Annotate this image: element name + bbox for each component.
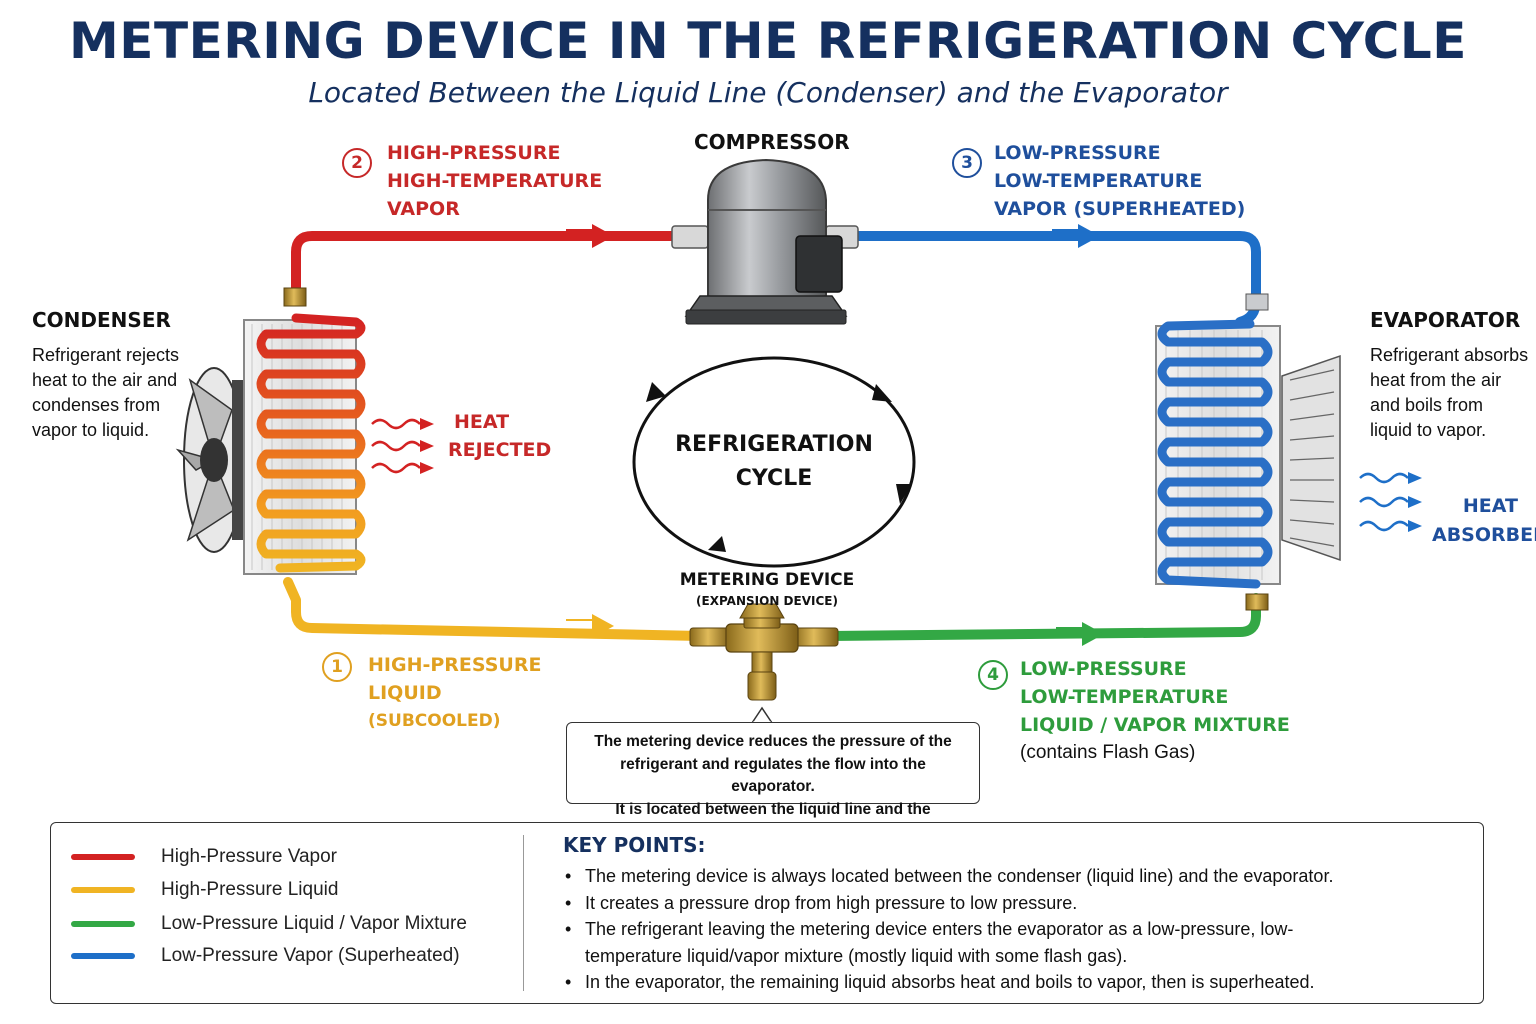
state-2-label: HIGH-PRESSURE HIGH-TEMPERATURE VAPOR (387, 142, 603, 220)
flow-arrow-liquid-line (566, 614, 614, 638)
key-point-item: It creates a pressure drop from high pre… (563, 890, 1463, 917)
state-1-badge: 1 (322, 652, 352, 682)
cycle-label: REFRIGERATION CYCLE (675, 432, 873, 491)
key-point-item: In the evaporator, the remaining liquid … (563, 969, 1463, 996)
legend-item-high-pressure-vapor: High-Pressure Vapor (71, 842, 337, 872)
condenser-label: CONDENSER (32, 308, 171, 332)
heat-rejected-waves (371, 418, 434, 474)
cycle-arrows (646, 382, 912, 552)
page-title: METERING DEVICE IN THE REFRIGERATION CYC… (69, 12, 1467, 70)
cycle-loop (632, 356, 916, 568)
pipe-high-pressure-vapor (291, 231, 695, 305)
evaporator-coil (1157, 319, 1273, 589)
flow-arrow-vapor-to-compressor (566, 224, 614, 248)
metering-device-valve (689, 603, 839, 701)
evaporator-description: Refrigerant absorbs heat from the air an… (1370, 345, 1529, 440)
compressor-unit (671, 158, 859, 325)
state-3-badge: 3 (952, 148, 982, 178)
heat-absorbed-label: HEAT ABSORBED (1432, 495, 1536, 546)
key-points-list: The metering device is always located be… (563, 863, 1463, 996)
flow-arrow-vapor-from-evaporator (1052, 224, 1100, 248)
key-point-item: The refrigerant leaving the metering dev… (563, 916, 1305, 969)
key-points-title: KEY POINTS: (563, 833, 706, 857)
legend-swatch (71, 953, 135, 959)
page-subtitle: Located Between the Liquid Line (Condens… (308, 76, 1228, 109)
legend-panel: High-Pressure Vapor High-Pressure Liquid… (50, 822, 1484, 1004)
legend-swatch (71, 887, 135, 893)
evaporator-label: EVAPORATOR (1370, 308, 1521, 332)
condenser-fan (175, 367, 245, 553)
heat-rejected-label: HEAT REJECTED (448, 411, 552, 461)
condenser-coil (256, 313, 366, 573)
evaporator-blower (1281, 354, 1341, 562)
pipe-high-pressure-liquid (283, 577, 705, 641)
legend-item-low-pressure-vapor: Low-Pressure Vapor (Superheated) (71, 941, 460, 971)
key-point-item: The metering device is always located be… (563, 863, 1463, 890)
state-2-badge: 2 (342, 148, 372, 178)
legend-divider (523, 835, 524, 991)
legend-swatch (71, 854, 135, 860)
metering-device-label: METERING DEVICE (EXPANSION DEVICE) (679, 570, 855, 608)
state-4-badge: 4 (978, 660, 1008, 690)
metering-device-callout: The metering device reduces the pressure… (566, 722, 980, 840)
flow-arrow-mixture-to-evaporator (1056, 622, 1104, 646)
condenser-unit (175, 287, 366, 575)
compressor-label: COMPRESSOR (694, 130, 850, 154)
state-3-label: LOW-PRESSURE LOW-TEMPERATURE VAPOR (SUPE… (994, 142, 1246, 220)
heat-absorbed-waves (1359, 472, 1422, 532)
legend-swatch (71, 921, 135, 927)
evaporator-unit (1155, 293, 1341, 611)
pipe-low-pressure-mixture (825, 593, 1261, 641)
legend-item-high-pressure-liquid: High-Pressure Liquid (71, 875, 338, 905)
callout-pointer (750, 706, 774, 725)
condenser-description: Refrigerant rejects heat to the air and … (32, 345, 180, 440)
state-1-label: HIGH-PRESSURE LIQUID (SUBCOOLED) (368, 654, 542, 731)
state-4-label: LOW-PRESSURE LOW-TEMPERATURE LIQUID / VA… (1020, 658, 1290, 763)
legend-item-low-pressure-mixture: Low-Pressure Liquid / Vapor Mixture (71, 909, 467, 939)
pipe-low-pressure-vapor (845, 231, 1261, 327)
